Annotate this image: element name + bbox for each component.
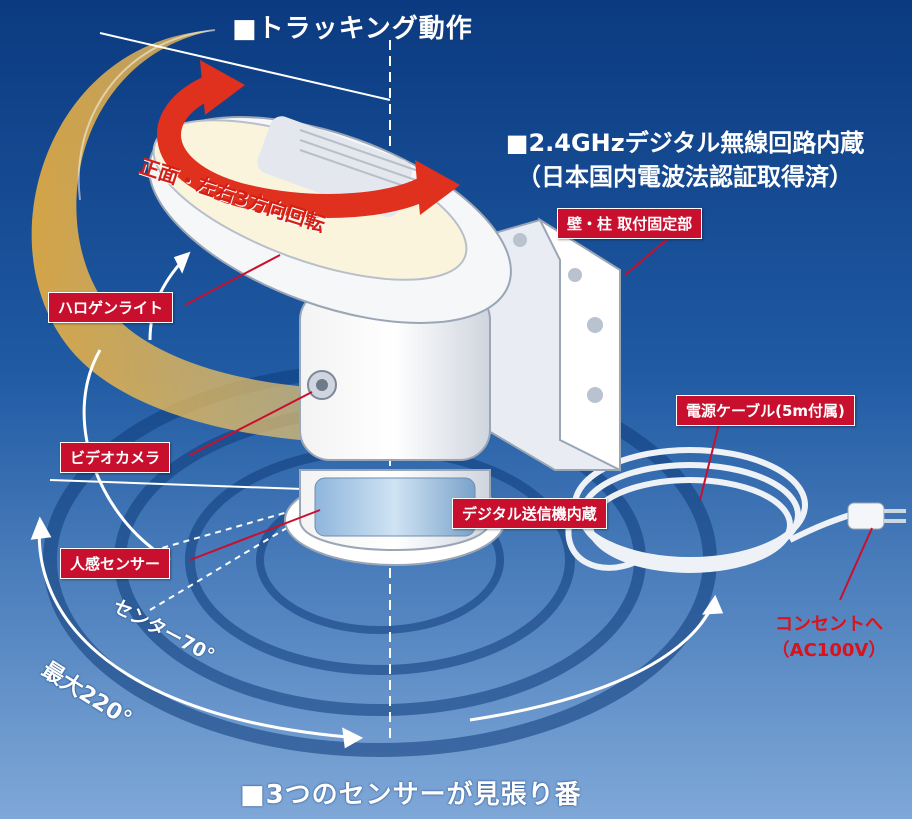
- wireless-line-2: （日本国内電波法認証取得済）: [517, 163, 853, 191]
- wireless-feature: ■2.4GHzデジタル無線回路内蔵 （日本国内電波法認証取得済）: [470, 126, 900, 194]
- outlet-note: コンセントへ （AC100V）: [754, 612, 904, 664]
- sensors-heading: ■3つのセンサーが見張り番: [240, 780, 582, 810]
- outlet-line-1: コンセントへ: [775, 614, 883, 635]
- label-power-cable: 電源ケーブル(5m付属): [676, 395, 855, 426]
- wireless-line-1: ■2.4GHzデジタル無線回路内蔵: [505, 129, 865, 157]
- rotation-arrow-illustration: [157, 60, 460, 218]
- label-mount: 壁・柱 取付固定部: [557, 208, 703, 239]
- coverage-arcs: [30, 251, 724, 749]
- label-motion-sensor: 人感センサー: [60, 548, 171, 579]
- tracking-heading: ■トラッキング動作: [232, 14, 473, 44]
- outlet-line-2: （AC100V）: [771, 640, 887, 661]
- label-video-camera: ビデオカメラ: [60, 442, 171, 473]
- label-halogen: ハロゲンライト: [48, 292, 174, 323]
- plug-illustration: [847, 502, 906, 530]
- mount-bracket-illustration: [469, 217, 621, 472]
- label-transmitter: デジタル送信機内蔵: [452, 498, 607, 529]
